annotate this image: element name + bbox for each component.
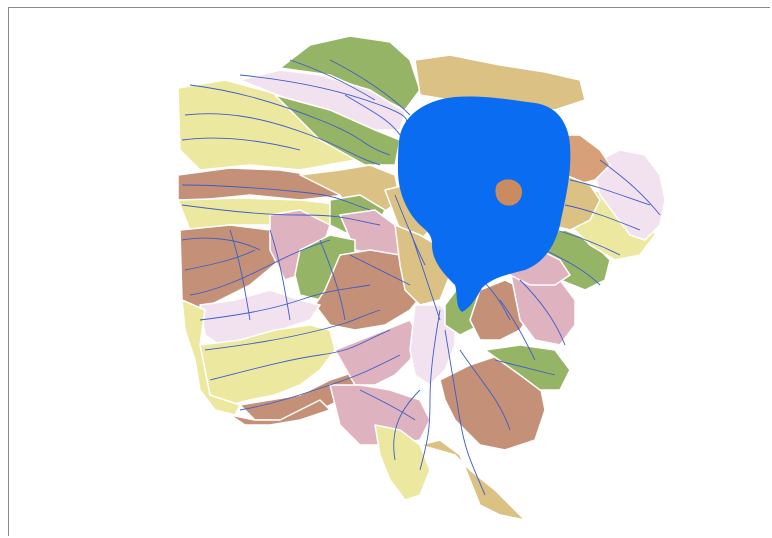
stream-line xyxy=(319,239,346,321)
stream-line xyxy=(499,299,536,361)
stream-network xyxy=(181,59,661,496)
lake-layer xyxy=(398,96,571,312)
stream-line xyxy=(189,84,391,156)
stream-line xyxy=(393,389,421,461)
stream-line xyxy=(181,137,301,151)
stream-line xyxy=(459,349,511,431)
stream-line xyxy=(344,94,401,136)
watershed-region xyxy=(329,384,431,446)
stream-line xyxy=(564,204,641,231)
lake xyxy=(398,96,571,312)
stream-line xyxy=(599,159,661,216)
stream-line xyxy=(519,279,566,346)
watershed-region xyxy=(374,424,431,501)
stream-line xyxy=(349,254,411,286)
stream-line xyxy=(269,229,291,321)
watershed-region xyxy=(594,149,666,241)
stream-line xyxy=(181,237,261,251)
watershed-region xyxy=(181,299,241,416)
watershed-region xyxy=(419,439,526,521)
stream-line xyxy=(359,389,416,421)
island xyxy=(495,179,523,206)
stream-line xyxy=(419,309,441,471)
stream-line xyxy=(204,309,381,351)
stream-line xyxy=(189,239,331,296)
stream-line xyxy=(229,229,251,321)
stream-line xyxy=(181,184,371,211)
stream-line xyxy=(184,113,381,166)
stream-line xyxy=(184,249,256,271)
stream-line xyxy=(329,59,411,116)
stream-line xyxy=(289,59,376,101)
watershed-region xyxy=(177,79,356,171)
stream-line xyxy=(181,204,381,226)
stream-line xyxy=(209,329,391,381)
stream-line xyxy=(394,194,426,266)
stream-line xyxy=(444,329,486,496)
stream-line xyxy=(239,354,401,411)
stream-line xyxy=(569,179,651,206)
watershed-region xyxy=(229,399,331,426)
watershed-region xyxy=(414,54,586,111)
stream-line xyxy=(409,229,441,321)
stream-line xyxy=(544,249,601,286)
watershed-region xyxy=(199,289,321,346)
watershed-region xyxy=(484,344,571,391)
watershed-region xyxy=(274,94,401,166)
stream-line xyxy=(494,359,556,376)
stream-line xyxy=(554,229,621,256)
stream-line xyxy=(199,284,371,321)
